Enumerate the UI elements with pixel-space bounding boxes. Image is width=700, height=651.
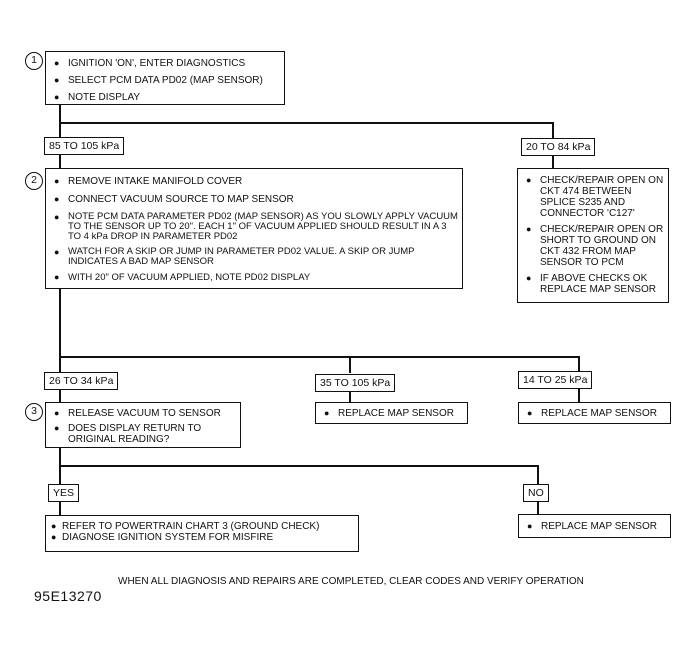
bullet-icon: ● <box>324 408 330 418</box>
bullet-icon: ● <box>54 92 60 102</box>
list-item: ●DIAGNOSE IGNITION SYSTEM FOR MISFIRE <box>51 532 274 543</box>
figure-code: 95E13270 <box>34 588 102 604</box>
list-item: ●DOES DISPLAY RETURN TO ORIGINAL READING… <box>54 423 202 445</box>
step-1-marker: 1 <box>25 52 43 70</box>
list-item: ●IGNITION 'ON', ENTER DIAGNOSTICS <box>54 58 246 69</box>
bullet-icon: ● <box>54 423 60 433</box>
list-item: ●SELECT PCM DATA PD02 (MAP SENSOR) <box>54 75 263 86</box>
replace-map-sensor-box: ●REPLACE MAP SENSOR <box>518 514 671 538</box>
connector <box>59 152 61 169</box>
bullet-icon: ● <box>54 408 60 418</box>
connector <box>349 356 351 373</box>
list-item: ●NOTE PCM DATA PARAMETER PD02 (MAP SENSO… <box>54 211 458 242</box>
bullet-icon: ● <box>527 408 533 418</box>
open-circuit-check-box: ●CHECK/REPAIR OPEN ON CKT 474 BETWEEN SP… <box>517 168 669 303</box>
step-3-box: ●RELEASE VACUUM TO SENSOR ●DOES DISPLAY … <box>45 402 241 448</box>
list-item: ●REPLACE MAP SENSOR <box>324 408 454 419</box>
bullet-icon: ● <box>54 272 60 282</box>
list-item: ●RELEASE VACUUM TO SENSOR <box>54 408 221 419</box>
list-item: ●WATCH FOR A SKIP OR JUMP IN PARAMETER P… <box>54 246 415 267</box>
connector <box>59 387 61 403</box>
list-item: ●REMOVE INTAKE MANIFOLD COVER <box>54 176 243 187</box>
list-item: ●WITH 20" OF VACUUM APPLIED, NOTE PD02 D… <box>54 272 311 283</box>
connector <box>59 122 553 124</box>
step-1-box: ●IGNITION 'ON', ENTER DIAGNOSTICS ●SELEC… <box>45 51 285 105</box>
bullet-icon: ● <box>526 224 532 234</box>
bullet-icon: ● <box>527 521 533 531</box>
bullet-icon: ● <box>54 194 60 204</box>
yes-label: YES <box>48 484 80 502</box>
yes-action-box: ●REFER TO POWERTRAIN CHART 3 (GROUND CHE… <box>45 515 359 552</box>
connector <box>578 356 580 371</box>
connector <box>349 389 351 403</box>
bullet-icon: ● <box>54 212 60 222</box>
connector <box>537 465 539 485</box>
step-3-marker: 3 <box>25 403 43 421</box>
connector <box>537 501 539 515</box>
connector <box>59 287 61 372</box>
range-label-85-105: 85 TO 105 kPa <box>44 137 125 155</box>
step-2-box: ●REMOVE INTAKE MANIFOLD COVER ●CONNECT V… <box>45 168 463 289</box>
bullet-icon: ● <box>54 58 60 68</box>
bullet-icon: ● <box>54 75 60 85</box>
range-label-20-84: 20 TO 84 kPa <box>521 138 596 156</box>
completion-note: WHEN ALL DIAGNOSIS AND REPAIRS ARE COMPL… <box>118 576 584 587</box>
connector <box>59 103 61 138</box>
bullet-icon: ● <box>526 273 532 283</box>
list-item: ●REPLACE MAP SENSOR <box>527 521 657 532</box>
bullet-icon: ● <box>54 176 60 186</box>
connector <box>552 152 554 169</box>
range-label-26-34: 26 TO 34 kPa <box>44 372 119 390</box>
range-label-35-105: 35 TO 105 kPa <box>315 374 396 392</box>
connector <box>59 465 539 467</box>
list-item: ●REFER TO POWERTRAIN CHART 3 (GROUND CHE… <box>51 521 320 532</box>
bullet-icon: ● <box>526 175 532 185</box>
bullet-icon: ● <box>54 247 60 257</box>
no-label: NO <box>523 484 549 502</box>
range-label-14-25: 14 TO 25 kPa <box>518 371 593 389</box>
list-item: ●REPLACE MAP SENSOR <box>527 408 657 419</box>
connector <box>59 356 580 358</box>
bullet-icon: ● <box>51 532 57 542</box>
list-item: ●CONNECT VACUUM SOURCE TO MAP SENSOR <box>54 194 294 205</box>
list-item: ●NOTE DISPLAY <box>54 92 141 103</box>
replace-map-sensor-box: ●REPLACE MAP SENSOR <box>518 402 671 424</box>
connector <box>578 386 580 403</box>
connector <box>59 501 61 516</box>
connector <box>552 122 554 139</box>
list-item: ●CHECK/REPAIR OPEN ON CKT 474 BETWEEN SP… <box>526 175 664 219</box>
list-item: ●IF ABOVE CHECKS OK REPLACE MAP SENSOR <box>526 273 656 295</box>
step-2-marker: 2 <box>25 172 43 190</box>
replace-map-sensor-box: ●REPLACE MAP SENSOR <box>315 402 468 424</box>
list-item: ●CHECK/REPAIR OPEN OR SHORT TO GROUND ON… <box>526 224 664 268</box>
bullet-icon: ● <box>51 521 57 531</box>
